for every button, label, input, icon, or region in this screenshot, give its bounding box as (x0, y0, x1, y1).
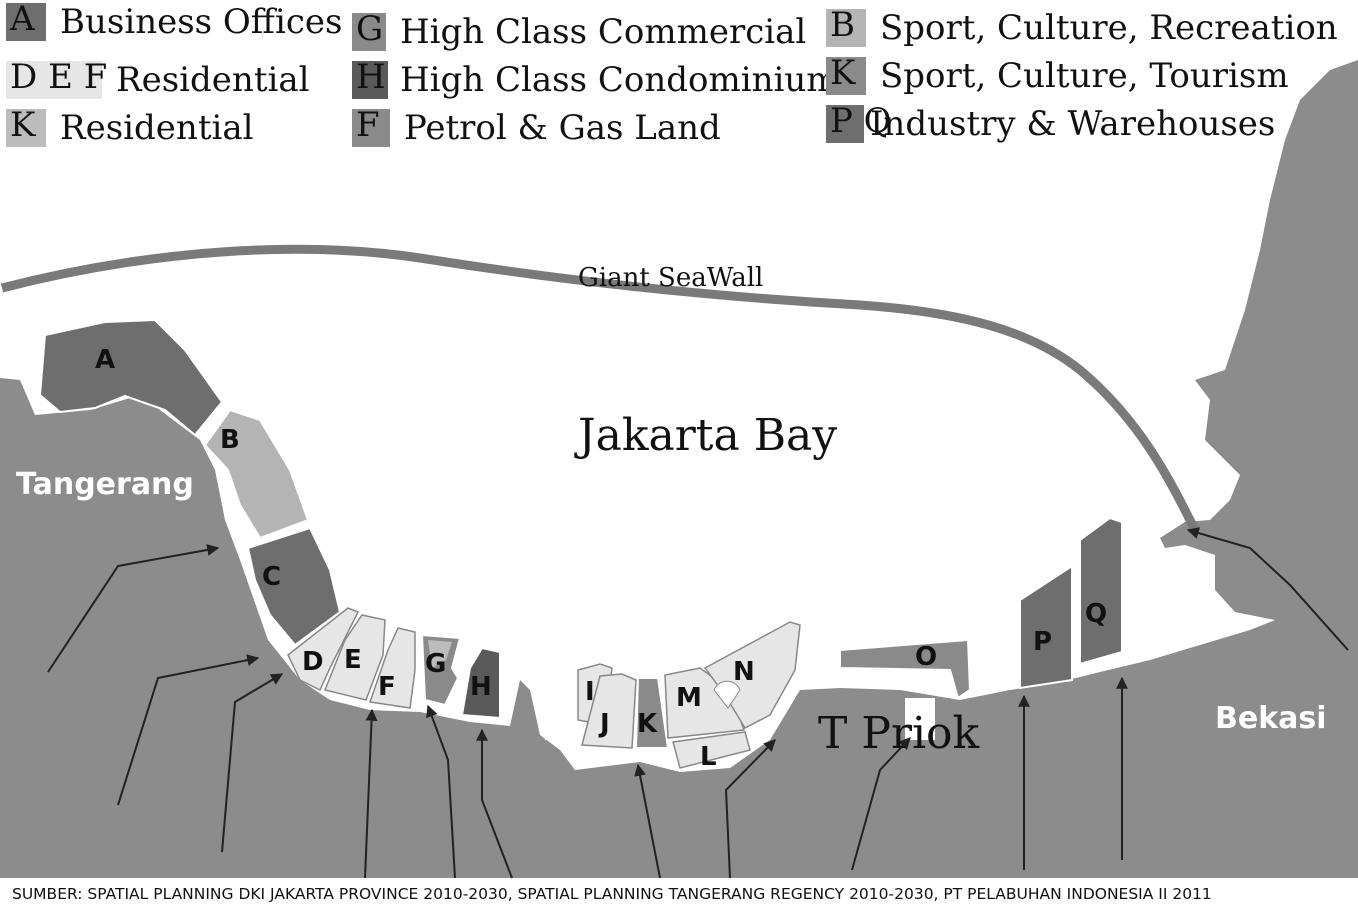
zone-j (581, 673, 637, 749)
legend-swatch: D E F (6, 57, 107, 99)
zone-label-k: K (637, 709, 658, 739)
zone-label-m: M (676, 683, 702, 713)
zone-q (1079, 516, 1123, 666)
west-label: Tangerang (16, 467, 194, 502)
arrow (221, 673, 284, 853)
arrow (1186, 527, 1349, 651)
zone-c (246, 526, 342, 647)
legend-item-high-class-condominium: H High Class Condominium (352, 57, 839, 100)
zone-g-inner (428, 640, 452, 668)
mainland (0, 60, 1358, 878)
arrow (634, 763, 661, 879)
zone-label-o: O (915, 642, 937, 672)
legend-label: High Class Condominium (400, 60, 839, 100)
arrow (476, 728, 513, 879)
arrows (47, 527, 1349, 879)
legend-label: Residential (116, 60, 310, 100)
legend-label: Sport, Culture, Recreation (880, 8, 1338, 48)
legend-swatch: K (6, 105, 46, 147)
zone-label-i: I (585, 677, 595, 707)
legend-label: High Class Commercial (400, 12, 807, 52)
zone-label-c: C (262, 562, 281, 592)
legend-item-sport-culture-recreation: B Sport, Culture, Recreation (826, 5, 1338, 48)
arrow (47, 544, 220, 673)
zone-a (38, 318, 224, 437)
zone-label-j: J (598, 709, 610, 739)
legend-swatch: P Q (826, 101, 892, 143)
legend-item-sport-culture-tourism: K Sport, Culture, Tourism (826, 53, 1289, 96)
zone-p (1019, 564, 1073, 690)
arrow (364, 708, 378, 879)
arrow (426, 704, 456, 879)
zone-label-l: L (700, 742, 717, 772)
legend-item-petrol-gas: F Petrol & Gas Land (352, 105, 721, 148)
arrow (724, 739, 776, 879)
zone-o (839, 638, 972, 700)
legend-swatch: F (352, 105, 390, 147)
zone-label-p: P (1033, 627, 1052, 657)
pier-inlet (545, 688, 556, 740)
zone-label-n: N (733, 657, 755, 687)
source-caption: SUMBER: SPATIAL PLANNING DKI JAKARTA PRO… (12, 885, 1212, 903)
zone-label-b: B (220, 425, 240, 455)
arrow (851, 737, 911, 871)
zone-k (634, 677, 670, 749)
legend-label: Sport, Culture, Tourism (880, 56, 1289, 96)
giant-seawall (0, 244, 1200, 533)
legend-swatch: H (352, 57, 388, 99)
zone-label-q: Q (1085, 599, 1107, 629)
zone-d (287, 607, 360, 692)
legend-item-high-class-commercial: G High Class Commercial (352, 9, 807, 52)
bay-label: Jakarta Bay (574, 410, 837, 461)
east-label: Bekasi (1215, 701, 1327, 736)
legend-item-residential-k: K Residential (6, 105, 254, 148)
zone-f (368, 627, 416, 709)
arrow (117, 654, 260, 806)
legend-swatch: B (826, 5, 866, 47)
legend-label: Petrol & Gas Land (404, 108, 721, 148)
zone-label-e: E (344, 645, 362, 675)
zone-b (203, 408, 310, 540)
zone-l (672, 731, 751, 769)
port-label: T Priok (818, 708, 980, 759)
zone-labels: A B C D E F G H I J K M N L O P Q (95, 345, 1107, 772)
zone-label-h: H (470, 672, 492, 702)
zone-label-a: A (95, 345, 115, 375)
legend-item-business-offices: A Business Offices (6, 0, 343, 42)
legend-swatch: G (352, 9, 386, 51)
legend-item-residential-def: D E F Residential (6, 57, 310, 100)
legend-item-industry-warehouses: P Q Industry & Warehouses (826, 101, 1276, 144)
legend-swatch: A (6, 0, 46, 41)
zone-e (323, 614, 386, 701)
zone-label-f: F (378, 672, 396, 702)
zone-label-d: D (302, 647, 324, 677)
legend-label: Industry & Warehouses (870, 104, 1276, 144)
legend-label: Business Offices (60, 2, 343, 42)
seawall-label: Giant SeaWall (578, 263, 763, 293)
legend-swatch: K (826, 53, 866, 95)
zone-h (460, 646, 501, 720)
zone-label-g: G (425, 649, 446, 679)
port-basin (905, 698, 935, 740)
zone-n-cut (713, 680, 741, 709)
legend-label: Residential (60, 108, 254, 148)
